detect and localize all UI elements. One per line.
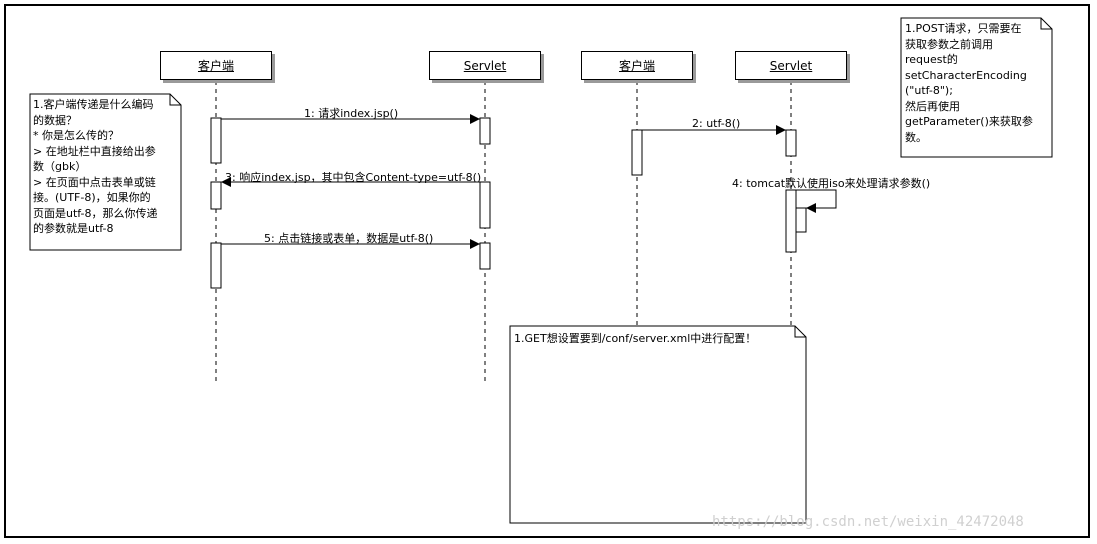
message-label-2: 2: utf-8()	[692, 117, 741, 130]
lifeline-header-client2: 客户端	[581, 51, 693, 80]
note-left-fold	[169, 94, 181, 106]
note-bottom-shape	[509, 325, 807, 524]
note-left-shape	[29, 93, 182, 251]
lifeline-header-servlet1: Servlet	[429, 51, 541, 80]
note-left-line: 的数据？	[33, 113, 77, 127]
note-left-text: 1.客户端传递是什么编码 的数据？ * 你是怎么传的？ > 在地址栏中直接给出参…	[33, 97, 158, 237]
note-right-line: getParameter()来获取参	[905, 115, 1033, 128]
note-left-line: 的参数就是utf-8	[33, 222, 114, 235]
note-right-line: 1.POST请求，只需要在	[905, 22, 1022, 35]
note-bottom-text: 1.GET想设置要到/conf/server.xml中进行配置！	[514, 331, 756, 347]
note-left-line: > 在页面中点击表单或链	[33, 175, 156, 189]
activation-client2	[631, 129, 643, 176]
activation-client1-a	[210, 117, 222, 164]
note-left-line: 页面是utf-8，那么你传递	[33, 206, 158, 220]
message-label-3: 3: 响应index.jsp，其中包含Content-type=utf-8()	[225, 171, 482, 184]
note-left-line: > 在地址栏中直接给出参	[33, 144, 156, 158]
activation-client1-b	[210, 181, 222, 210]
lifeline-header-client1: 客户端	[160, 51, 272, 80]
note-right-line: setCharacterEncoding	[905, 68, 1027, 82]
activation-servlet1-c	[479, 242, 491, 270]
activation-servlet1-b	[479, 181, 491, 229]
note-bottom-fold	[794, 326, 806, 338]
note-right-line: ("utf-8");	[905, 84, 953, 97]
message-label-4: 4: tomcat默认使用iso来处理请求参数()	[732, 177, 931, 190]
note-left-line: 数（gbk）	[33, 160, 87, 173]
lifeline-header-servlet2: Servlet	[735, 51, 847, 80]
note-right-line: 获取参数之前调用	[905, 37, 993, 51]
activation-servlet1-a	[479, 117, 491, 145]
watermark: https://blog.csdn.net/weixin_42472048	[712, 514, 1024, 530]
note-left-line: 1.客户端传递是什么编码	[33, 98, 154, 111]
note-right-shape	[900, 17, 1053, 158]
note-right-line: 然后再使用	[905, 99, 960, 113]
message-label-1: 1: 请求index.jsp()	[304, 107, 399, 120]
activation-servlet2-b	[785, 189, 797, 253]
note-right-line: request的	[905, 53, 958, 66]
message-label-5: 5: 点击链接或表单，数据是utf-8()	[264, 232, 434, 245]
note-bottom-line: 1.GET想设置要到/conf/server.xml中进行配置！	[514, 332, 757, 345]
note-right-line: 数。	[905, 130, 927, 144]
note-right-text: 1.POST请求，只需要在 获取参数之前调用 request的 setChara…	[905, 21, 1033, 145]
message-arrow-4-self	[796, 189, 837, 213]
note-right-fold	[1040, 18, 1052, 30]
activation-servlet2-a	[785, 129, 797, 157]
activation-client1-c	[210, 242, 222, 289]
activation-servlet2-c	[795, 207, 807, 233]
note-left-line: 接。(UTF-8)，如果你的	[33, 191, 151, 204]
note-left-line: * 你是怎么传的？	[33, 129, 119, 142]
